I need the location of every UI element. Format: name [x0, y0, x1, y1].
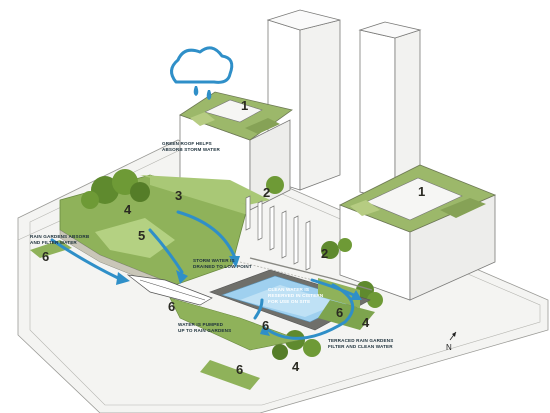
arrow-pool-loop — [266, 283, 355, 340]
label-4-right: 4 — [362, 315, 370, 330]
label-roof-right: 1 — [418, 184, 425, 199]
arrow-garden-to-drain — [50, 238, 120, 280]
annotation-rain-gardens: RAIN GARDENS ABSORB AND FILTER WATER — [30, 234, 91, 245]
label-4-bottom: 4 — [292, 359, 300, 374]
label-6-pool: 6 — [262, 318, 269, 333]
annotation-cistern: CLEAN WATER IS RESERVED IN CISTERN FOR U… — [268, 287, 325, 304]
label-6-mid: 6 — [168, 299, 175, 314]
raindrop-icon — [193, 86, 199, 96]
north-label: N — [446, 343, 452, 352]
label-roof-left: 1 — [241, 98, 248, 113]
label-3: 3 — [175, 188, 182, 203]
water-flow-arrows — [50, 210, 358, 340]
arrow-lawn-down — [148, 228, 184, 274]
annotation-terraced: TERRACED RAIN GARDENS FILTER AND CLEAN W… — [328, 338, 395, 349]
rain-cloud-icon — [170, 46, 234, 100]
arrow-pump-up — [253, 298, 264, 320]
raindrop-icon — [206, 90, 212, 100]
label-4-top: 4 — [124, 202, 132, 217]
trees — [81, 169, 383, 360]
label-2-right: 2 — [321, 246, 328, 261]
zone-numbers: 1 1 2 2 3 4 4 4 5 6 6 6 6 6 — [42, 98, 425, 377]
annotation-storm-drain: STORM WATER IS DRAINED TO LOW POINT — [193, 258, 252, 269]
vertical-fins — [245, 195, 311, 271]
label-6-right: 6 — [336, 305, 343, 320]
walkway-ramp — [126, 274, 213, 306]
annotations: GREEN ROOF HELPS ABSORB STORM WATER RAIN… — [30, 141, 395, 349]
right-tower — [358, 21, 422, 201]
label-5: 5 — [138, 228, 145, 243]
label-2-top: 2 — [263, 185, 270, 200]
right-building-green-roof — [339, 164, 497, 301]
arrow-top-terrace — [310, 278, 358, 298]
label-6-bottom: 6 — [236, 362, 243, 377]
north-arrow-icon: N — [446, 331, 457, 352]
arrow-heads — [116, 256, 362, 336]
arrow-roof-to-lawn — [176, 210, 237, 260]
annotation-green-roof: GREEN ROOF HELPS ABSORB STORM WATER — [162, 141, 220, 152]
label-6-left: 6 — [42, 249, 49, 264]
annotation-pumped: WATER IS PUMPED UP TO RAIN GARDENS — [178, 322, 231, 333]
